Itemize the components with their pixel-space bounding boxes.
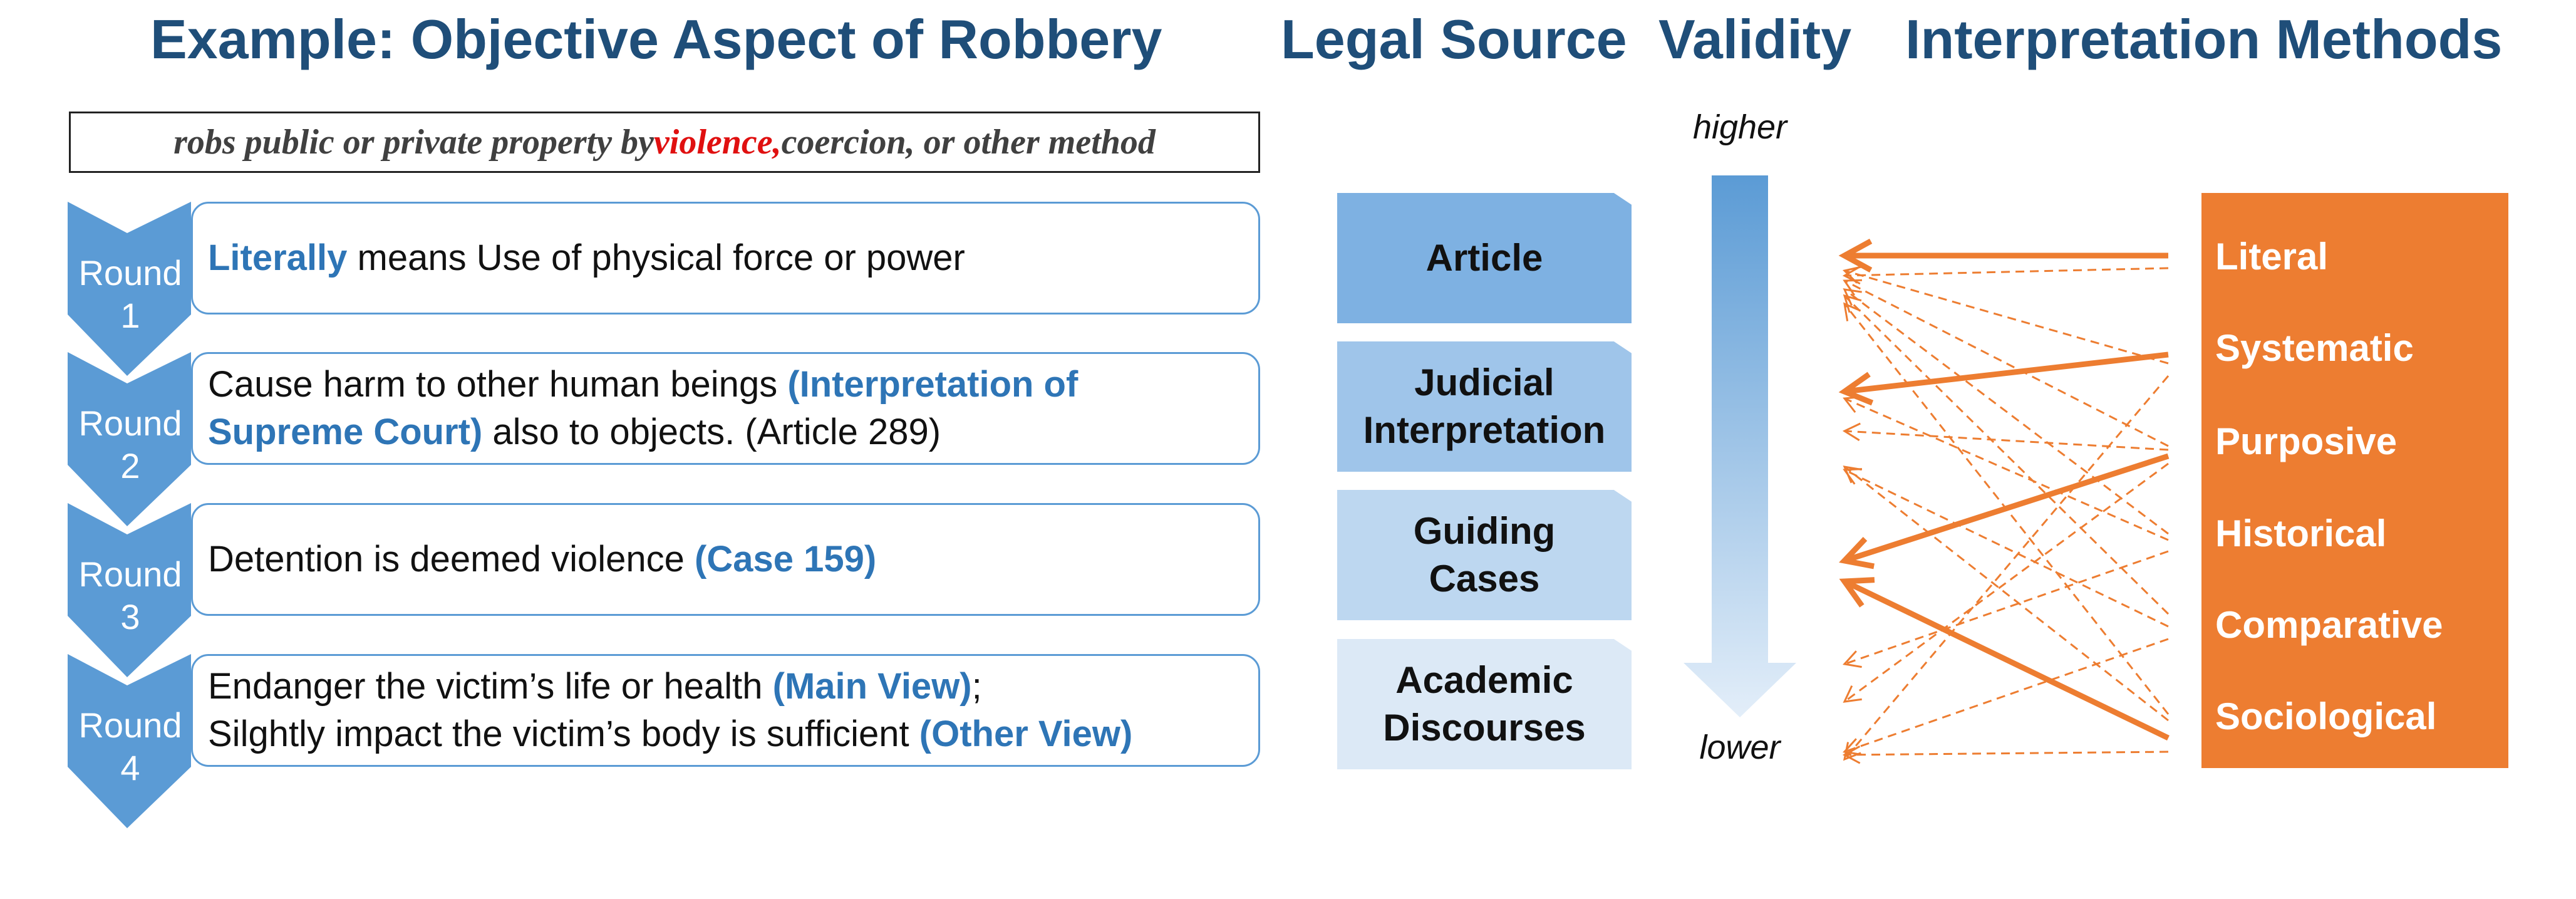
method-links xyxy=(1838,239,2170,764)
round-1-box: Literally means Use of physical force or… xyxy=(191,202,1260,314)
round-text-line: Detention is deemed violence (Case 159) xyxy=(208,536,1258,583)
primary-link-arrowhead xyxy=(1838,239,1873,273)
methods-title: Interpretation Methods xyxy=(1905,8,2503,70)
method-systematic: Systematic xyxy=(2215,327,2414,369)
secondary-link-arrowhead xyxy=(1843,685,1862,703)
validity-arrow xyxy=(1684,175,1796,717)
round-text: means Use of physical force or power xyxy=(347,237,965,278)
round-text: Cause harm to other human beings xyxy=(208,364,788,405)
secondary-link-line xyxy=(1843,303,2170,715)
legal-source-label: Guiding xyxy=(1413,510,1556,552)
secondary-link-line xyxy=(1844,751,2169,756)
secondary-link-arrowhead xyxy=(1843,738,1862,756)
round-text: Detention is deemed violence xyxy=(208,539,695,579)
round-number: 1 xyxy=(120,296,140,335)
round-emphasis: (Case 159) xyxy=(695,539,877,579)
method-sociological: Sociological xyxy=(2215,695,2437,737)
secondary-link-arrowhead xyxy=(1843,468,1863,485)
secondary-link-arrowhead xyxy=(1842,266,1861,285)
secondary-link-arrowhead xyxy=(1843,302,1861,321)
method-literal: Literal xyxy=(2215,236,2329,278)
round-text: Silghtly impact the victim’s body is suf… xyxy=(208,714,919,754)
secondary-link-arrowhead xyxy=(1842,266,1862,284)
method-purposive: Purposive xyxy=(2215,420,2398,462)
secondary-link-arrowhead xyxy=(1843,465,1862,484)
secondary-link-arrowhead xyxy=(1843,294,1862,313)
secondary-link-line xyxy=(1844,465,2169,722)
secondary-link-line xyxy=(1844,267,2169,277)
secondary-link-line xyxy=(1843,294,2170,615)
validity-title: Validity xyxy=(1658,8,1852,70)
secondary-link-line xyxy=(1844,430,2169,451)
round-emphasis: (Other View) xyxy=(919,714,1133,754)
primary-link-arrowhead xyxy=(1839,537,1875,569)
legal-source-label: Discourses xyxy=(1383,707,1586,749)
round-label: Round xyxy=(78,554,182,594)
round-text: ; xyxy=(971,666,982,707)
secondary-link-arrowhead xyxy=(1843,742,1861,761)
legal-source-label: Cases xyxy=(1429,558,1540,600)
secondary-link-arrowhead xyxy=(1843,288,1862,306)
secondary-link-arrowhead xyxy=(1842,422,1861,442)
secondary-link-arrowhead xyxy=(1843,650,1862,668)
round-2-box: Cause harm to other human beings (Interp… xyxy=(191,352,1260,465)
round-emphasis: Supreme Court) xyxy=(208,412,483,452)
round-text-line: Supreme Court) also to objects. (Article… xyxy=(208,408,1258,456)
method-comparative: Comparative xyxy=(2215,604,2443,646)
statute-quote-box: robs public or private property by viole… xyxy=(69,112,1260,173)
primary-link-line xyxy=(1843,453,2170,564)
legal-source-label: Academic xyxy=(1395,659,1573,701)
primary-link-arrowhead xyxy=(1839,577,1875,608)
legal-source-label: Article xyxy=(1425,237,1543,279)
round-3-box: Detention is deemed violence (Case 159) xyxy=(191,503,1260,616)
round-emphasis: (Main View) xyxy=(772,666,972,707)
round-emphasis: (Interpretation of xyxy=(787,364,1079,405)
secondary-link-arrowhead xyxy=(1843,279,1863,296)
round-label: Round xyxy=(78,253,182,293)
secondary-link-line xyxy=(1844,462,2169,703)
round-number: 2 xyxy=(120,446,140,486)
round-text-line: Endanger the victim’s life or health (Ma… xyxy=(208,663,1258,710)
secondary-link-line xyxy=(1844,469,2169,628)
round-text-line: Silghtly impact the victim’s body is suf… xyxy=(208,710,1258,758)
quote-text-before: robs public or private property by xyxy=(173,123,654,162)
method-historical: Historical xyxy=(2215,512,2387,554)
secondary-link-line xyxy=(1844,279,2169,447)
round-4-box: Endanger the victim’s life or health (Ma… xyxy=(191,654,1260,767)
secondary-link-line xyxy=(1843,375,2170,760)
round-text-line: Cause harm to other human beings (Interp… xyxy=(208,361,1258,408)
primary-link-line xyxy=(1844,351,2169,395)
methods-box xyxy=(2201,193,2508,768)
round-emphasis: Literally xyxy=(208,237,348,278)
primary-link-arrowhead xyxy=(1838,372,1874,406)
round-text-line: Literally means Use of physical force or… xyxy=(208,234,1258,282)
secondary-link-arrowhead xyxy=(1843,396,1863,413)
legal-source-label: Judicial xyxy=(1414,361,1554,403)
secondary-link-arrowhead xyxy=(1842,746,1861,764)
legal-source-title: Legal Source xyxy=(1281,8,1627,70)
quote-text-after: coercion, or other method xyxy=(781,123,1156,162)
legal-source-label: Interpretation xyxy=(1363,409,1606,451)
secondary-link-line xyxy=(1844,269,2169,365)
round-text: Endanger the victim’s life or health xyxy=(208,666,773,707)
round-text: also to objects. (Article 289) xyxy=(482,412,941,452)
primary-link-line xyxy=(1843,578,2170,741)
legal-source-tile: Article xyxy=(1337,193,1632,323)
secondary-link-line xyxy=(1844,638,2169,753)
round-label: Round xyxy=(78,705,182,745)
round-number: 3 xyxy=(120,597,140,637)
validity-high-label: higher xyxy=(1692,108,1787,146)
round-number: 4 xyxy=(120,748,140,787)
secondary-link-line xyxy=(1844,288,2169,535)
secondary-link-line xyxy=(1844,397,2169,541)
quote-highlight: violence, xyxy=(653,123,782,162)
round-label: Round xyxy=(78,403,182,443)
secondary-link-line xyxy=(1844,550,2169,665)
validity-low-label: lower xyxy=(1699,729,1781,766)
example-title: Example: Objective Aspect of Robbery xyxy=(150,8,1162,70)
